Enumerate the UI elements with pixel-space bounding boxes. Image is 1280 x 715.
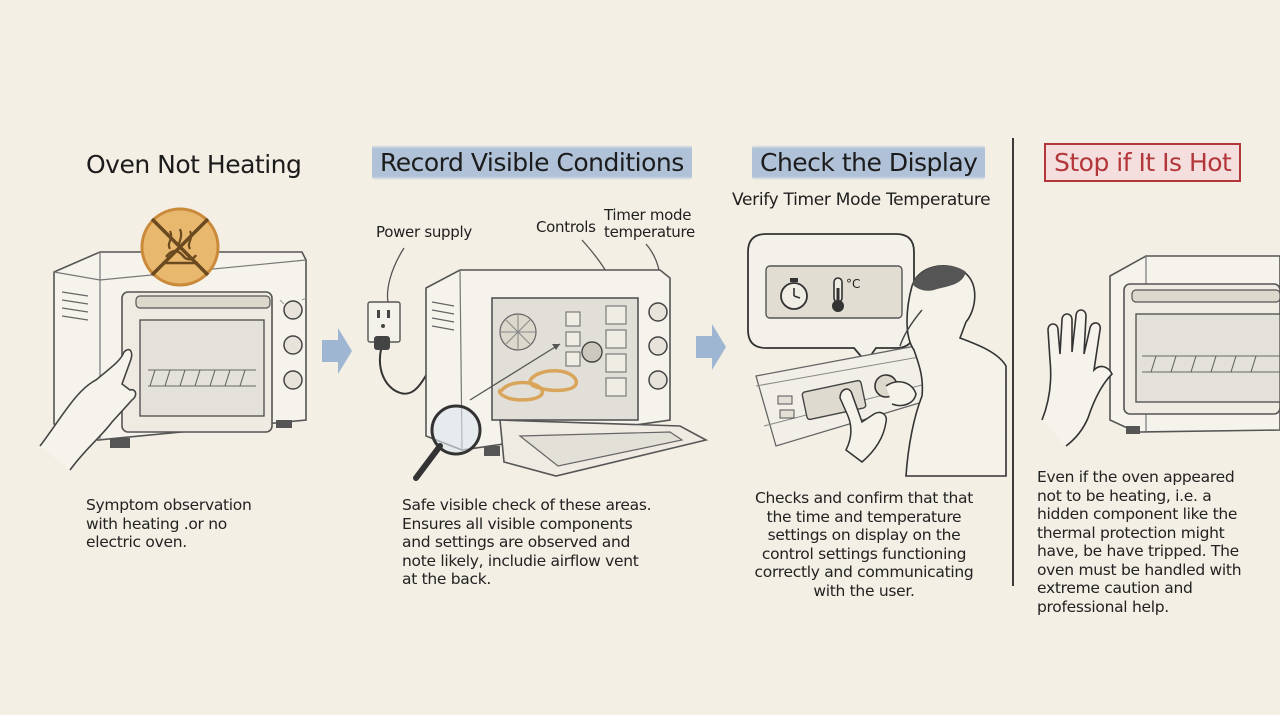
no-heat-icon [140,207,220,287]
power-supply-label: Power supply [376,223,472,241]
magnifier-icon [413,404,482,481]
panel1-title: Oven Not Heating [86,150,302,179]
display-illustration: °C [747,233,1007,477]
step-arrow-1 [322,328,352,374]
panel3-description: Checks and confirm that that the time an… [754,489,974,600]
controls-label: Controls [536,218,596,236]
panel2-title: Record Visible Conditions [372,145,692,180]
celsius-unit: °C [846,277,860,291]
oven-illustration-2 [367,239,709,481]
panel4-description: Even if the oven appeared not to be heat… [1037,468,1242,616]
stopwatch-icon [780,278,808,310]
step-arrow-2 [696,324,726,370]
panel3-title: Check the Display [752,145,986,180]
timer-mode-label: Timer mode temperature [604,206,695,241]
panel3-subtitle: Verify Timer Mode Temperature [732,190,991,210]
panel4-title: Stop if It Is Hot [1044,143,1242,182]
panel1-description: Symptom observation with heating .or no … [86,496,252,551]
oven-illustration-1 [39,251,307,471]
panel2-description: Safe visible check of these areas. Ensur… [402,496,652,588]
section-divider [1012,138,1014,586]
oven-illustration-4 [1041,255,1280,447]
hand-icon [1041,309,1113,447]
thermometer-icon [832,277,844,312]
